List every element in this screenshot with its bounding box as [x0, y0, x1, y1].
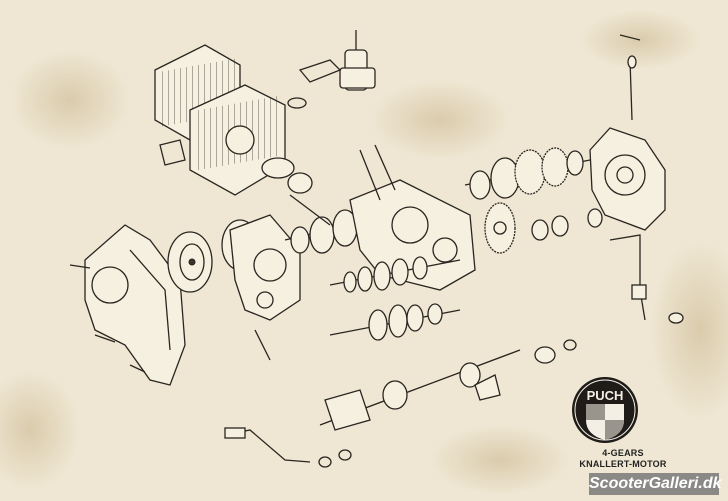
caption-gears: 4-GEARS: [602, 448, 644, 458]
gear-cluster-lower: [329, 303, 461, 341]
watermark: ScooterGalleri.dk: [589, 473, 722, 495]
clutch-basket: [484, 202, 516, 254]
crankshaft: [284, 194, 358, 254]
carburetor: [287, 30, 376, 109]
bolt: [94, 334, 116, 343]
puch-logo: PUCH: [572, 377, 638, 443]
cylinder-gasket: [159, 139, 186, 166]
piston: [261, 157, 313, 194]
small-gears: [531, 208, 603, 241]
shift-shaft-top: [619, 34, 641, 121]
svg-text:PUCH: PUCH: [587, 388, 624, 403]
paper-stains: [0, 10, 728, 495]
bolt: [69, 264, 91, 269]
left-crankcase: [229, 214, 301, 321]
right-engine-cover: [589, 127, 666, 231]
clutch-drum: [464, 147, 591, 200]
left-engine-cover: [84, 224, 186, 386]
cylinder: [189, 84, 286, 196]
flywheel-magneto: [167, 231, 213, 293]
gear-cluster-upper: [329, 256, 461, 293]
gear-shift-drum: [319, 339, 577, 431]
kick-lever-stud: [254, 329, 271, 361]
kick-pedal: [224, 427, 352, 468]
caption-motor: KNALLERT-MOTOR: [579, 459, 667, 469]
bolt: [129, 364, 146, 373]
kick-starter-lever: [609, 234, 647, 321]
cap: [668, 312, 684, 324]
